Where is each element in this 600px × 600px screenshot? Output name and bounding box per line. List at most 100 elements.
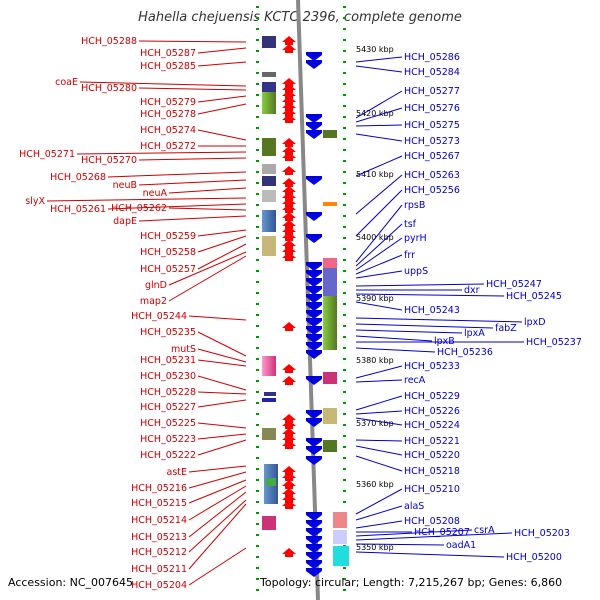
gene-label-right: pyrH: [404, 233, 427, 244]
tick-mark: [256, 292, 259, 294]
tick-mark: [256, 105, 259, 107]
gene-label-right: tsf: [404, 219, 417, 230]
gene-arrow-reverse: [306, 278, 322, 287]
tick-mark: [256, 171, 259, 173]
gene-arrow-reverse: [306, 376, 322, 385]
tick-mark: [256, 17, 259, 19]
tick-mark: [343, 391, 346, 393]
tick-mark: [256, 259, 259, 261]
tick-mark: [256, 424, 259, 426]
tick-mark: [343, 215, 346, 217]
label-leader-left: [168, 251, 247, 286]
label-leader-left: [188, 503, 247, 570]
gene-label-left: HCH_05279: [140, 97, 196, 108]
gene-label-right: HCH_05203: [514, 528, 570, 539]
gene-arrow-forward: [282, 192, 296, 201]
tick-mark: [256, 358, 259, 360]
kbp-mark: 5350 kbp: [356, 543, 394, 552]
gene-block: [262, 138, 276, 156]
gene-label-left: HCH_05270: [81, 155, 137, 166]
label-leader-right: [355, 90, 403, 119]
label-leader-left: [197, 422, 247, 429]
gene-arrow-forward: [282, 466, 296, 475]
tick-mark: [343, 314, 346, 316]
gene-label-right: HCH_05210: [404, 484, 460, 495]
label-leader-right: [355, 56, 403, 63]
gene-label-right: HCH_05284: [404, 67, 460, 78]
gene-label-left: HCH_05285: [140, 61, 196, 72]
label-leader-right: [355, 223, 403, 267]
gene-label-left: HCH_05228: [140, 387, 196, 398]
gene-block: [262, 176, 276, 186]
gene-label-right: HCH_05236: [437, 347, 493, 358]
tick-mark: [256, 578, 259, 580]
label-leader-left: [197, 47, 247, 54]
gene-arrow-forward: [282, 36, 296, 45]
tick-mark: [343, 237, 346, 239]
gene-arrow-reverse: [306, 114, 322, 123]
gene-arrow-reverse: [306, 456, 322, 465]
label-leader-right: [355, 254, 403, 275]
gene-label-right: frr: [404, 250, 415, 261]
tick-mark: [343, 149, 346, 151]
tick-mark: [343, 578, 346, 580]
gene-block: [262, 190, 276, 202]
label-leader-left: [138, 179, 247, 186]
tick-mark: [256, 138, 259, 140]
tick-mark: [256, 39, 259, 41]
gene-arrow-forward: [282, 480, 296, 489]
label-leader-right: [355, 520, 403, 529]
label-leader-right: [355, 532, 513, 541]
gene-block: [262, 36, 276, 48]
label-leader-right: [355, 329, 463, 334]
gene-label-right: HCH_05220: [404, 450, 460, 461]
label-leader-left: [138, 87, 247, 91]
tick-mark: [256, 314, 259, 316]
label-leader-left: [79, 81, 247, 87]
tick-mark: [256, 567, 259, 569]
gene-arrow-reverse: [306, 318, 322, 327]
gene-arrow-forward: [282, 212, 296, 221]
gene-arrow-reverse: [306, 326, 322, 335]
gene-arrow-forward: [282, 434, 296, 443]
gene-block: [323, 440, 337, 452]
tick-mark: [343, 435, 346, 437]
label-leader-left: [197, 229, 247, 237]
label-leader-left: [188, 485, 247, 521]
gene-block: [262, 356, 276, 376]
gene-arrow-forward: [282, 414, 296, 423]
chromosome-backbone: [296, 0, 320, 600]
tick-marks: [256, 6, 346, 591]
gene-arrow-forward: [282, 364, 296, 373]
tick-mark: [256, 380, 259, 382]
label-leader-right: [355, 107, 403, 123]
gene-label-right: HCH_05221: [404, 436, 460, 447]
tick-mark: [343, 303, 346, 305]
label-leader-left: [76, 151, 247, 155]
label-leader-right: [355, 395, 403, 411]
gene-label-right: HCH_05286: [404, 52, 460, 63]
gene-block: [323, 130, 337, 138]
gene-arrow-reverse: [306, 262, 322, 271]
left-gene-labels: HCH_05288HCH_05287HCH_05285coaEHCH_05280…: [19, 36, 247, 591]
gene-label-left: HCH_05287: [140, 48, 196, 59]
tick-mark: [256, 589, 259, 591]
tick-mark: [343, 72, 346, 74]
label-leader-left: [197, 359, 247, 367]
gene-block: [323, 372, 337, 384]
gene-label-left: HCH_05225: [140, 418, 196, 429]
gene-label-right: HCH_05273: [404, 136, 460, 147]
gene-block: [323, 202, 337, 206]
forward-gene-arrows: [282, 36, 296, 557]
gene-label-left: HCH_05259: [140, 231, 196, 242]
label-leader-right: [355, 347, 436, 353]
gene-block: [262, 236, 276, 256]
tick-mark: [256, 237, 259, 239]
label-leader-left: [197, 235, 247, 253]
tick-mark: [343, 17, 346, 19]
label-leader-right: [355, 335, 433, 342]
tick-mark: [256, 501, 259, 503]
tick-mark: [256, 446, 259, 448]
tick-mark: [256, 336, 259, 338]
